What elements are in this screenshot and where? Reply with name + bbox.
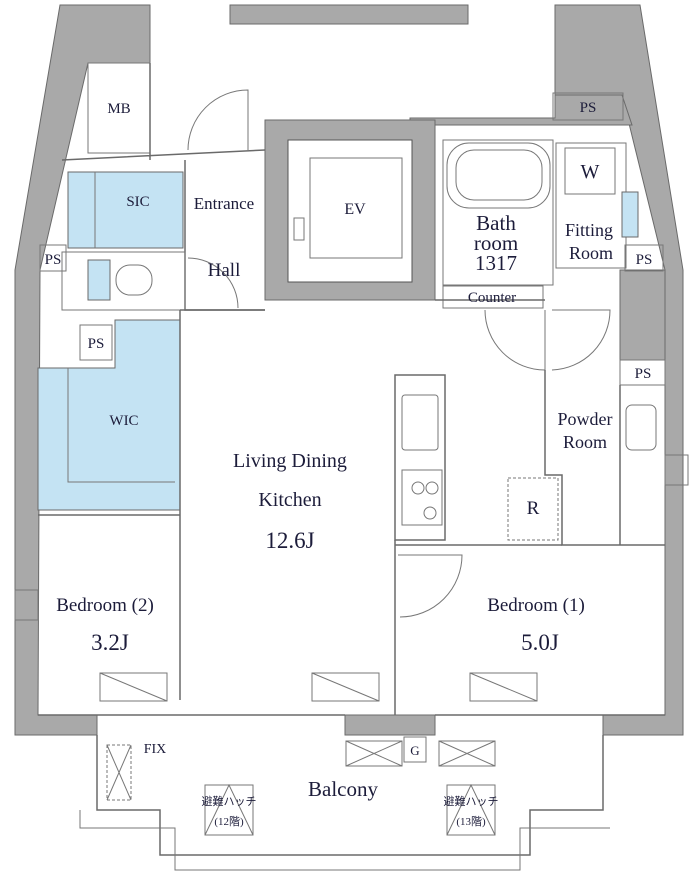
ps-left-label: PS: [45, 252, 62, 268]
fix-window: [106, 744, 132, 801]
ps-right-box: [624, 244, 664, 272]
ps-top-box: [552, 92, 624, 121]
sic-label: SIC: [126, 194, 149, 210]
balcony-outline: [96, 735, 604, 856]
powder-label-2: Room: [563, 432, 607, 452]
powder-label-1: Powder: [558, 409, 613, 429]
powder-walls: [544, 370, 665, 546]
stove: [401, 469, 443, 526]
outdoor-unit: [438, 740, 496, 767]
bedroom2-label: Bedroom (2): [56, 595, 154, 616]
washer-label: W: [581, 161, 600, 183]
toilet-bowl: [115, 264, 153, 296]
sic-storage: [67, 171, 184, 249]
toilet-room: [61, 251, 186, 311]
escape-hatch-13f: [446, 783, 496, 836]
refrigerator-label: R: [527, 498, 540, 519]
wic-label: WIC: [109, 413, 138, 429]
ps-powder-label: PS: [635, 366, 652, 382]
toilet-tank: [87, 259, 111, 301]
ps-right-label: PS: [636, 252, 653, 268]
kitchen-sink: [401, 394, 439, 451]
balcony-label: Balcony: [308, 777, 378, 801]
refrigerator-space: [507, 477, 559, 541]
elevator-car: [309, 157, 403, 259]
kitchen-counter: [394, 374, 446, 541]
ac-unit: [469, 672, 538, 702]
balcony-parapet: [79, 810, 610, 871]
ldk-label-1: Living Dining: [233, 450, 347, 472]
fitting-shelf: [621, 191, 639, 238]
gas-meter-label: G: [410, 743, 419, 758]
hatch12-label-2: (12階): [214, 814, 244, 828]
bathroom: [442, 139, 554, 286]
ps-top-label: PS: [580, 100, 597, 116]
entrance-door-swing: [187, 89, 249, 151]
wic-shelf: [67, 368, 175, 483]
escape-hatch-12f: [204, 783, 254, 836]
balcony-beam: [344, 714, 436, 736]
ps-left-box: [39, 244, 67, 272]
bath-label-1: Bath: [476, 211, 516, 235]
hatch13-label-2: (13階): [456, 814, 486, 828]
bedroom2-size: 3.2J: [91, 630, 129, 655]
right-window: [664, 454, 689, 486]
mb-label: MB: [107, 101, 130, 117]
ps-wic-label: PS: [88, 336, 105, 352]
right-pillar: [619, 269, 666, 361]
ps-wic-box: [79, 324, 113, 361]
bath-label-2: room: [474, 231, 518, 255]
fitting-label-1: Fitting: [565, 220, 613, 240]
fix-label: FIX: [144, 742, 167, 757]
burner: [423, 506, 437, 520]
bedroom1-door-swing: [398, 554, 463, 618]
bedroom1-size: 5.0J: [521, 630, 559, 655]
counter-label: Counter: [468, 290, 516, 306]
entrance-label: Entrance: [194, 194, 254, 213]
ldk-label-2: Kitchen: [258, 489, 321, 511]
hatch12-label-1: 避難ハッチ: [202, 794, 257, 808]
ac-unit: [99, 672, 168, 702]
hatch13-label-1: 避難ハッチ: [444, 794, 499, 808]
fitting-label-2: Room: [569, 243, 613, 263]
washer: [564, 147, 616, 195]
burner: [425, 481, 439, 495]
left-window: [14, 589, 39, 621]
hall-label: Hall: [208, 260, 241, 281]
bedroom1-label: Bedroom (1): [487, 595, 585, 616]
outdoor-unit: [345, 740, 403, 767]
burner: [411, 481, 425, 495]
ev-label: EV: [344, 201, 366, 218]
gas-meter-box: [403, 736, 427, 763]
bath-size: 1317: [475, 251, 517, 275]
elevator-panel: [293, 217, 305, 241]
ps-powder-box: [619, 359, 666, 386]
powder-door-swings: [484, 309, 611, 371]
interior-walls: [38, 299, 665, 716]
bathtub: [446, 142, 551, 209]
ldk-size: 12.6J: [265, 528, 314, 553]
bathtub-inner: [455, 149, 543, 201]
hall-door-swing: [187, 257, 239, 309]
ac-unit: [311, 672, 380, 702]
top-beam: [229, 4, 469, 25]
washbasin: [625, 404, 657, 451]
counter: [442, 285, 544, 309]
